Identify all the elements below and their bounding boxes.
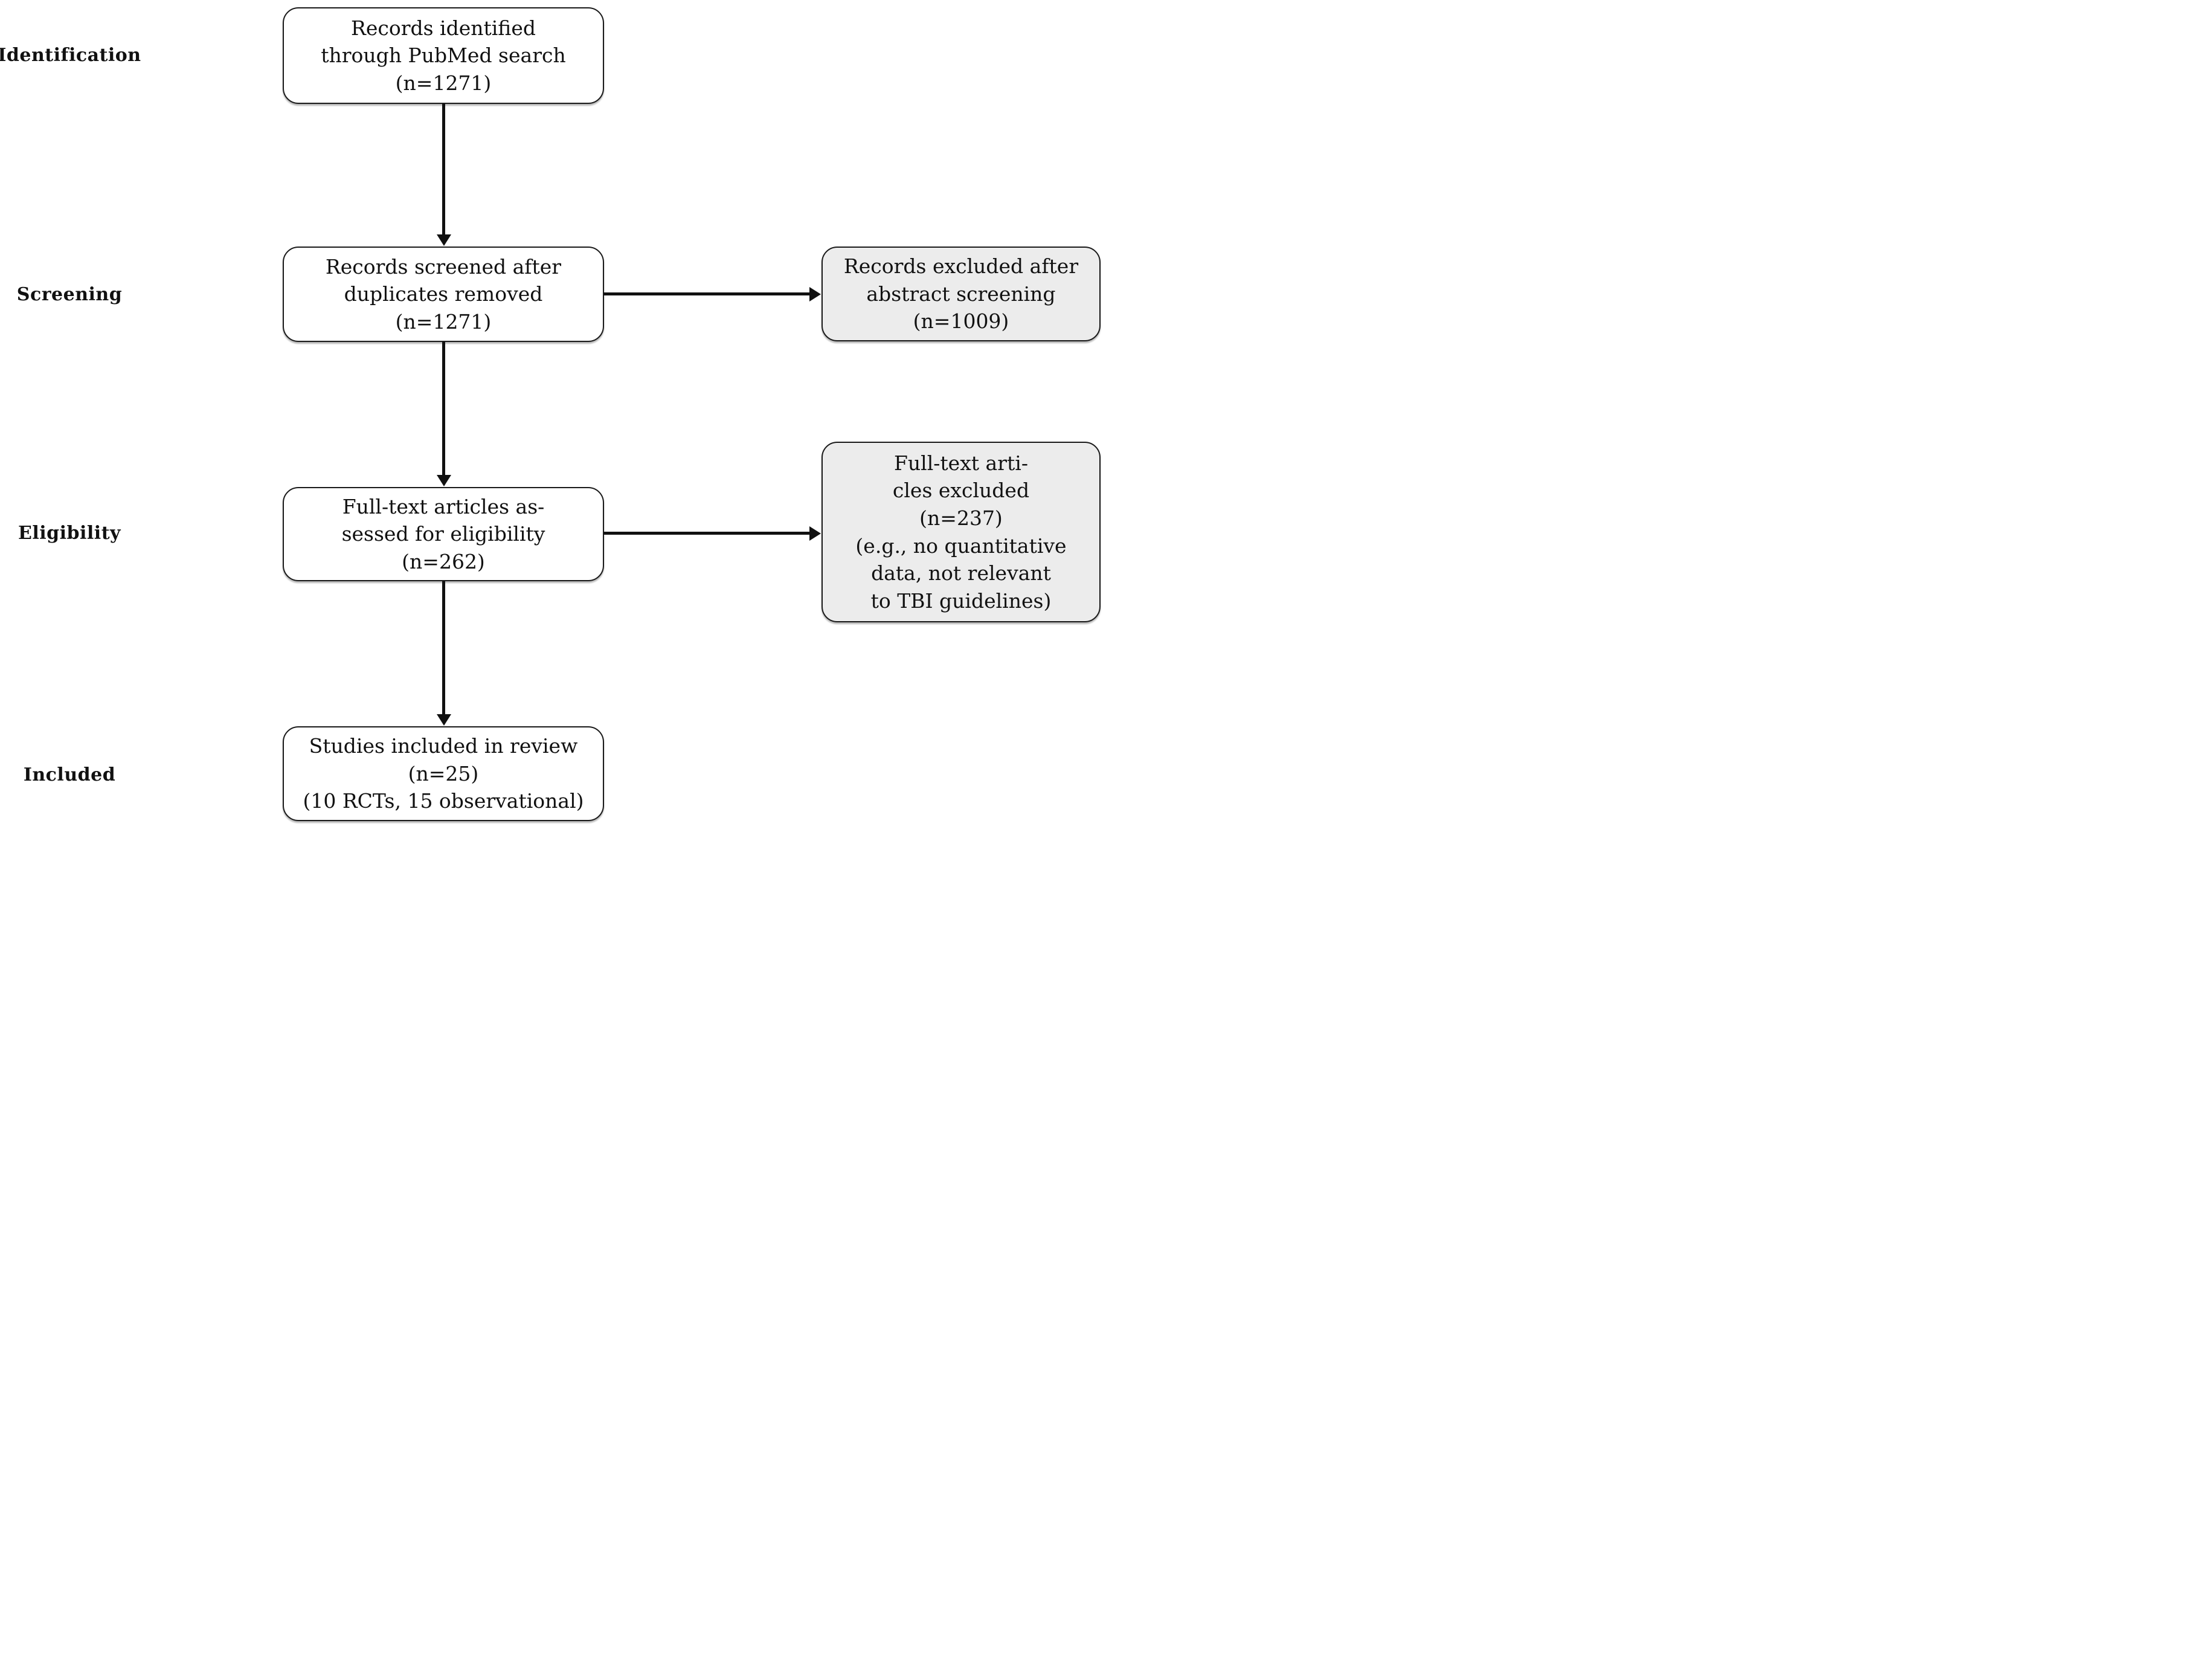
box-fulltext-assessed-text: Full-text articles as- sessed for eligib… [341,494,545,573]
box-records-identified-text: Records identified through PubMed search… [321,16,566,95]
box-studies-included-text: Studies included in review (n=25) (10 RC… [303,734,584,813]
box-records-excluded-text: Records excluded after abstract screenin… [843,254,1079,334]
stage-label-identification: Identification [0,44,141,66]
arrow-assessed-to-included [436,581,451,726]
stage-label-included: Included [23,764,116,785]
arrow-screened-to-assessed [436,342,451,486]
box-fulltext-assessed: Full-text articles as- sessed for eligib… [283,487,604,581]
arrow-screened-to-excluded [604,286,821,301]
prisma-flow-diagram: Identification Screening Eligibility Inc… [0,0,1106,834]
stage-label-eligibility: Eligibility [18,522,121,544]
arrowhead-down-icon [436,234,451,246]
box-records-screened: Records screened after duplicates remove… [283,247,604,342]
arrow-identified-to-screened [436,104,451,246]
box-studies-included: Studies included in review (n=25) (10 RC… [283,726,604,821]
arrowhead-down-icon [436,714,451,726]
box-fulltext-excluded: Full-text arti- cles excluded (n=237) (e… [821,442,1101,622]
box-records-identified: Records identified through PubMed search… [283,7,604,104]
arrowhead-right-icon [809,526,821,541]
arrowhead-down-icon [436,475,451,486]
box-records-excluded: Records excluded after abstract screenin… [821,247,1101,341]
arrowhead-right-icon [809,286,821,301]
arrow-assessed-to-fulltext-excluded [604,526,821,541]
box-fulltext-excluded-text: Full-text arti- cles excluded (n=237) (e… [855,451,1067,613]
stage-label-screening: Screening [16,283,123,305]
box-records-screened-text: Records screened after duplicates remove… [325,254,562,334]
